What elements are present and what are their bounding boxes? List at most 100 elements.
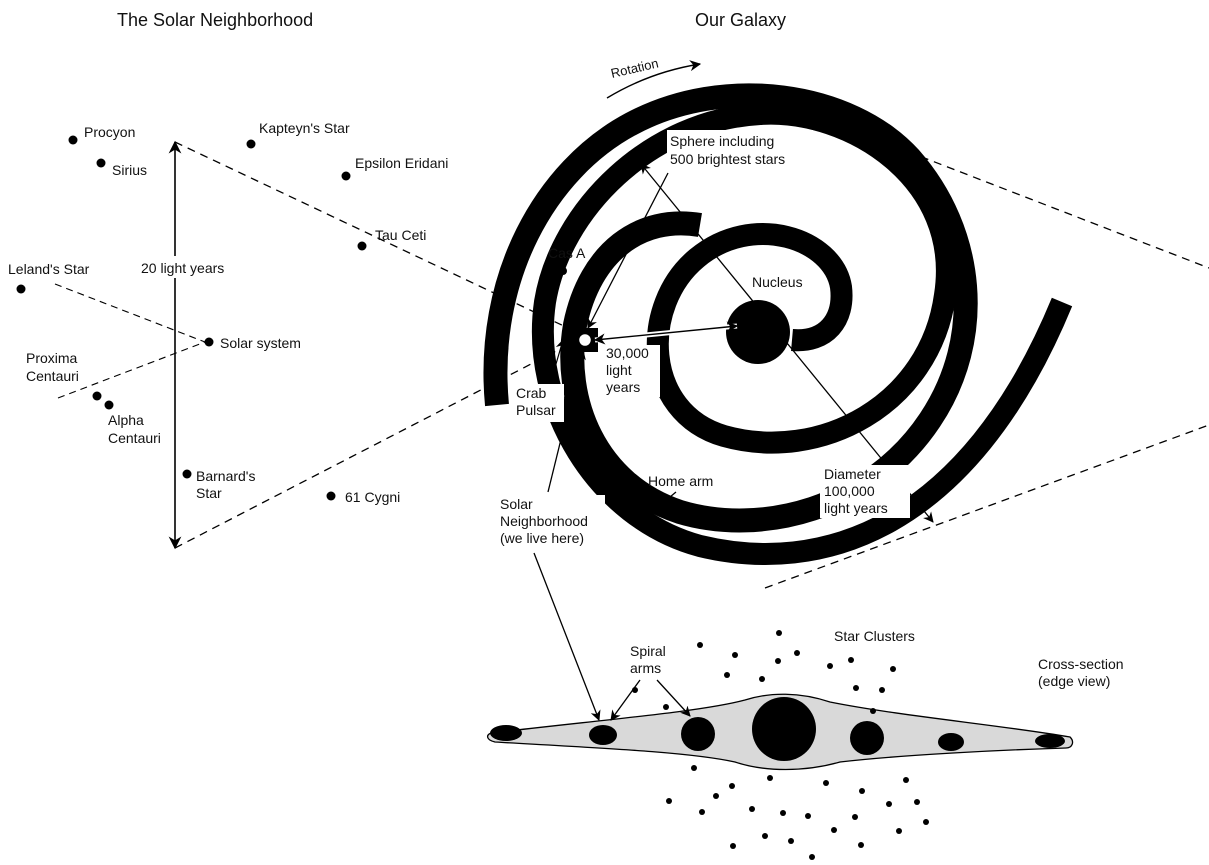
sightline-leland <box>54 283 206 343</box>
sightline-proxima <box>57 341 206 399</box>
star-cluster-dot <box>699 809 705 815</box>
star-cluster-dot <box>666 798 672 804</box>
star-cluster-dot <box>827 663 833 669</box>
star-dot-alpha-centauri <box>104 400 114 410</box>
spiral-arms-pointer-right <box>656 679 691 717</box>
home-arm-label: Home arm <box>648 473 713 489</box>
star-dot-epsilon-eridani <box>341 171 351 181</box>
star-clusters-halo-lower <box>666 765 929 860</box>
diameter-label-line3: light years <box>824 500 888 516</box>
rotation-label: Rotation <box>609 55 660 81</box>
star-cluster-dot <box>852 814 858 820</box>
crab-label-line2: Pulsar <box>516 402 556 418</box>
star-clusters-label: Star Clusters <box>834 628 915 644</box>
star-label-barnard-line1: Barnard's <box>196 468 255 484</box>
title-our-galaxy: Our Galaxy <box>695 10 786 30</box>
star-clusters-halo-upper <box>632 630 896 714</box>
galaxy-panel: Rotation Nucleus Diameter 100,000 light … <box>483 55 1209 721</box>
star-dot-kapteyn <box>246 139 256 149</box>
distance-label-line3: years <box>606 379 640 395</box>
edge-view-arm-4 <box>850 721 884 755</box>
title-solar-neighborhood: The Solar Neighborhood <box>117 10 313 30</box>
galactic-nucleus <box>726 300 790 364</box>
star-cluster-dot <box>903 777 909 783</box>
solar-neighborhood-label-line1: Solar <box>500 496 533 512</box>
star-cluster-dot <box>713 793 719 799</box>
distance-label-line1: 30,000 <box>606 345 649 361</box>
star-cluster-dot <box>848 657 854 663</box>
home-arm-pointer <box>651 491 677 513</box>
star-cluster-dot <box>724 672 730 678</box>
star-cluster-dot <box>890 666 896 672</box>
star-cluster-dot <box>859 788 865 794</box>
star-cluster-dot <box>870 708 876 714</box>
star-cluster-dot <box>780 810 786 816</box>
star-cluster-dot <box>794 650 800 656</box>
star-label-epsilon-eridani: Epsilon Eridani <box>355 155 448 171</box>
edge-view-bulge <box>752 697 816 761</box>
star-cluster-dot <box>879 687 885 693</box>
spiral-arms-pointer-left <box>610 679 641 721</box>
star-cluster-dot <box>762 833 768 839</box>
scale-label-20-ly: 20 light years <box>141 260 224 276</box>
star-label-barnard-line2: Star <box>196 485 222 501</box>
sphere-label-line1: Sphere including <box>670 133 774 149</box>
star-cluster-dot <box>776 630 782 636</box>
star-label-proxima-line1: Proxima <box>26 350 78 366</box>
star-dot-61-cygni <box>326 491 336 501</box>
star-dot-leland <box>16 284 26 294</box>
edge-view-arm-6 <box>1035 734 1065 748</box>
sphere-pointer <box>587 172 669 329</box>
star-dot-procyon <box>68 135 78 145</box>
spiral-arms-label-line1: Spiral <box>630 643 666 659</box>
star-cluster-dot <box>732 652 738 658</box>
star-label-procyon: Procyon <box>84 124 135 140</box>
star-label-alpha-line2: Centauri <box>108 430 161 446</box>
star-label-solar-system: Solar system <box>220 335 301 351</box>
star-cluster-dot <box>697 642 703 648</box>
star-cluster-dot <box>896 828 902 834</box>
solar-neighborhood-label-line3: (we live here) <box>500 530 584 546</box>
star-label-leland: Leland's Star <box>8 261 90 277</box>
edge-view-arm-1 <box>490 725 522 741</box>
star-label-kapteyn: Kapteyn's Star <box>259 120 350 136</box>
distance-to-nucleus-arrow-line <box>593 321 739 345</box>
star-cluster-dot <box>831 827 837 833</box>
edge-view-arm-5 <box>938 733 964 751</box>
diameter-label-line1: Diameter <box>824 466 881 482</box>
star-cluster-dot <box>729 783 735 789</box>
star-cluster-dot <box>809 854 815 860</box>
nucleus-label: Nucleus <box>752 274 803 290</box>
star-dot-solar-system <box>204 337 214 347</box>
star-cluster-dot <box>788 838 794 844</box>
crab-label-line1: Crab <box>516 385 547 401</box>
star-label-alpha-line1: Alpha <box>108 412 144 428</box>
star-dot-barnard <box>182 469 192 479</box>
cross-section-panel: Spiral arms Star Clusters Cross-section … <box>487 628 1124 860</box>
star-dot-proxima-centauri <box>92 391 102 401</box>
cas-a-dot <box>559 267 567 275</box>
solar-neighborhood-pointer-up <box>547 348 586 493</box>
star-label-sirius: Sirius <box>112 162 147 178</box>
star-cluster-dot <box>663 704 669 710</box>
star-label-proxima-line2: Centauri <box>26 368 79 384</box>
cas-a-label: Cas A <box>548 245 586 261</box>
diameter-label-line2: 100,000 <box>824 483 875 499</box>
cross-section-label-line2: (edge view) <box>1038 673 1110 689</box>
distance-label-line2: light <box>606 362 632 378</box>
star-dot-sirius <box>96 158 106 168</box>
cross-section-label-line1: Cross-section <box>1038 656 1124 672</box>
star-cluster-dot <box>914 799 920 805</box>
sun-position-marker <box>577 332 593 348</box>
rotation-arrow <box>606 60 702 99</box>
diameter-arrow <box>640 163 934 523</box>
star-cluster-dot <box>858 842 864 848</box>
solar-neighborhood-label-line2: Neighborhood <box>500 513 588 529</box>
projection-line-top <box>174 141 569 329</box>
star-cluster-dot <box>886 801 892 807</box>
star-cluster-dot <box>775 658 781 664</box>
star-cluster-dot <box>749 806 755 812</box>
star-label-tau-ceti: Tau Ceti <box>375 227 426 243</box>
crab-pulsar-dot <box>562 328 570 336</box>
star-cluster-dot <box>805 813 811 819</box>
